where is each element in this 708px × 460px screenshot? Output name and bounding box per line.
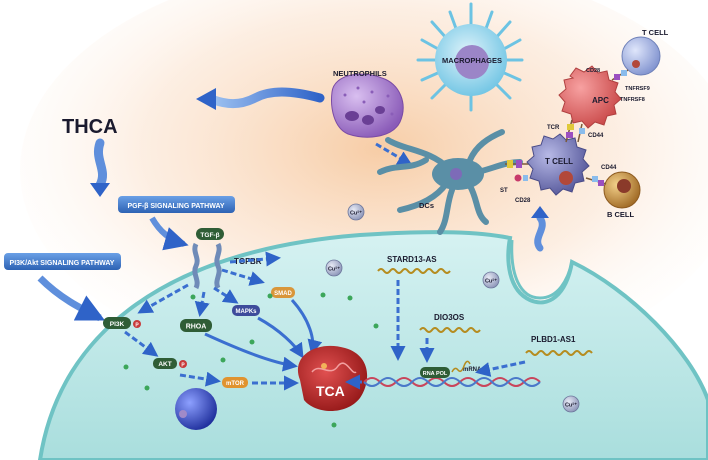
apc-label: APC	[592, 96, 609, 105]
svg-text:SMAD: SMAD	[274, 291, 292, 297]
pgf-arrow	[149, 216, 189, 251]
lncrna-arrows	[345, 280, 526, 390]
pi3k-arrow	[37, 275, 106, 322]
exit-arrow	[531, 206, 549, 252]
akt-phospho: P	[179, 360, 187, 369]
dio3os-rna-strand	[419, 327, 481, 333]
dendritic-cell	[377, 129, 523, 235]
blue-organelle	[175, 388, 217, 430]
svg-text:PI3K: PI3K	[110, 321, 125, 328]
pi3k-protein: PI3K	[103, 317, 131, 329]
stard13-label: STARD13-AS	[387, 255, 437, 264]
svg-text:Cu²⁺: Cu²⁺	[565, 402, 577, 409]
dna-helix	[363, 377, 541, 387]
mtor-protein: mTOR	[222, 377, 248, 388]
svg-text:MAPKs: MAPKs	[235, 309, 257, 315]
neutrophil-to-thca-arrow	[196, 87, 325, 110]
thca-down-arrow	[90, 138, 110, 197]
neutrophils-label: NEUTROPHILS	[333, 69, 387, 78]
b-cell	[603, 171, 641, 209]
t-cell-secondary-label: T CELL	[642, 28, 669, 37]
svg-text:AKT: AKT	[158, 361, 171, 368]
macrophage-cell	[416, 2, 524, 112]
svg-text:PGF-β SIGNALING PATHWAY: PGF-β SIGNALING PATHWAY	[127, 203, 224, 210]
neutrophil-cell	[331, 73, 404, 138]
thca-title: THCA	[62, 116, 118, 138]
cd44-label-bcell: CD44	[601, 165, 617, 171]
svg-text:RNA POL: RNA POL	[423, 371, 448, 377]
t-cell-secondary	[621, 36, 661, 76]
tgfbr-receptor	[192, 242, 222, 290]
b-cell-label: B CELL	[607, 210, 635, 219]
svg-text:RHOA: RHOA	[186, 324, 207, 331]
stard13-rna-strand	[377, 268, 451, 274]
mrna-strand	[451, 360, 471, 373]
svg-text:P: P	[135, 323, 139, 329]
mrna-label: mRNA	[463, 367, 482, 373]
pi3k-phospho: P	[133, 320, 141, 329]
cu-ion-4: Cu²⁺	[562, 395, 580, 413]
rhoa-protein: RHOA	[180, 319, 212, 332]
plbd1-rna-strand	[525, 350, 593, 356]
rna-polymerase: RNA POL	[420, 367, 450, 378]
macrophages-label: MACROPHAGES	[442, 56, 502, 65]
neutrophil-to-dc-arrow	[375, 142, 413, 166]
smad-protein: SMAD	[271, 287, 295, 298]
svg-text:Cu²⁺: Cu²⁺	[485, 278, 497, 285]
svg-text:TGF-β: TGF-β	[200, 232, 219, 239]
tca-mitochondrion	[297, 345, 368, 411]
tcell-bcell-synapse	[585, 176, 607, 186]
svg-text:P: P	[181, 363, 185, 369]
cd28-label-dc: CD28	[515, 198, 531, 204]
cd28-label-apc: CD28	[586, 68, 600, 74]
svg-text:Cu²⁺: Cu²⁺	[328, 266, 340, 273]
svg-text:mTOR: mTOR	[226, 381, 245, 387]
pgf-pathway-pill: PGF-β SIGNALING PATHWAY	[118, 196, 235, 213]
tnfrsf8-label: TNFRSF8	[620, 97, 645, 103]
tcr-label: TCR	[547, 125, 560, 131]
cu-ion-3: Cu²⁺	[482, 271, 500, 289]
dio3os-label: DIO3OS	[434, 313, 465, 322]
tca-label: TCA	[316, 383, 345, 399]
membrane-invagination	[510, 239, 574, 300]
apc-tcell-synapse	[565, 119, 585, 143]
pi3k-pathway-pill: PI3K/Akt SIGNALING PATHWAY	[4, 253, 121, 270]
tgfbr-label: TGFBR	[234, 257, 262, 266]
akt-protein: AKT	[153, 358, 177, 369]
tgf-beta-ligand: TGF-β	[196, 228, 224, 240]
svg-text:Cu²⁺: Cu²⁺	[350, 210, 362, 217]
st-label: ST	[500, 188, 508, 194]
apc-cell	[558, 65, 622, 129]
cu-ion-2: Cu²⁺	[325, 259, 343, 277]
green-particles	[123, 292, 379, 428]
apc-tcell2-synapse	[611, 69, 629, 81]
tca-convergence-arrows	[204, 298, 323, 372]
mapks-protein: MAPKs	[232, 305, 260, 316]
dcs-label: DCs	[419, 201, 434, 210]
plbd1-label: PLBD1-AS1	[531, 335, 576, 344]
cu-ion-1: Cu²⁺	[347, 203, 365, 221]
t-cell-label: T CELL	[545, 157, 573, 166]
cd44-label-apc: CD44	[588, 133, 604, 139]
signaling-arrows	[124, 251, 299, 391]
t-cell-main	[526, 133, 590, 196]
svg-text:PI3K/Akt SIGNALING PATHWAY: PI3K/Akt SIGNALING PATHWAY	[10, 260, 115, 267]
tnfrsf9-label: TNFRSF9	[625, 86, 650, 92]
